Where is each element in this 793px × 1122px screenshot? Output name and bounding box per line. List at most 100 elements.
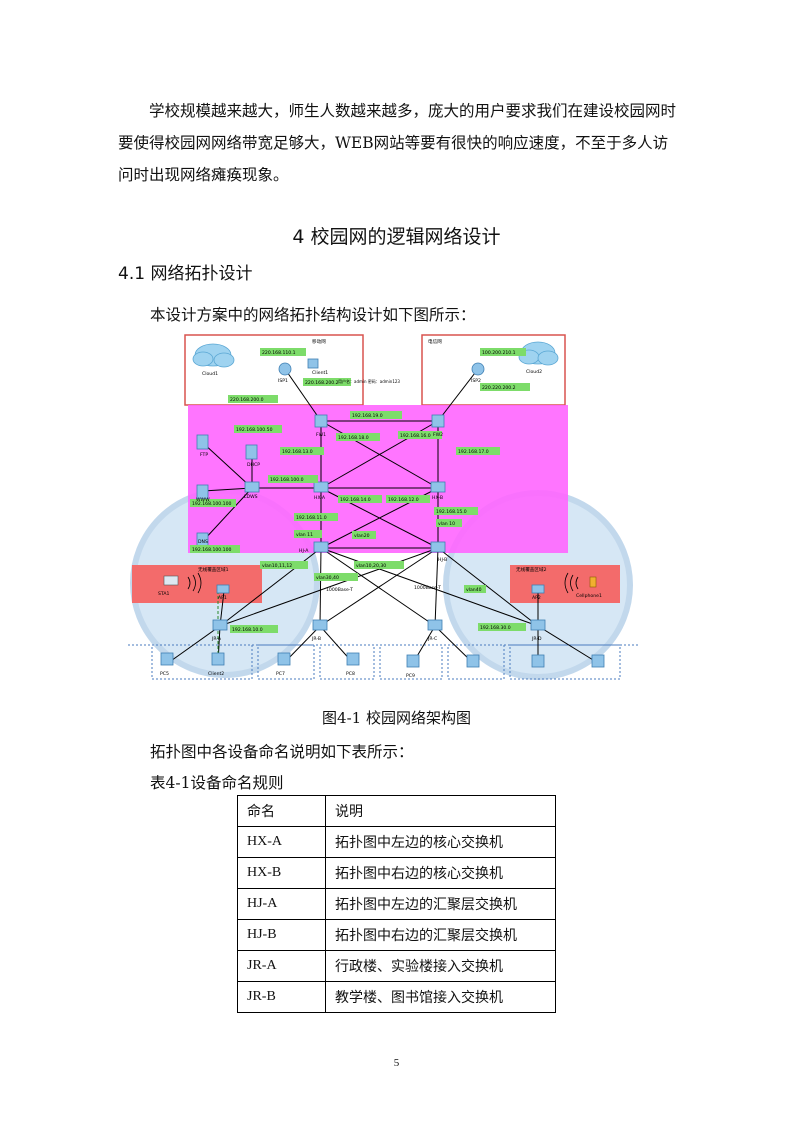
table-title: 表4-1设备命名规则 bbox=[150, 774, 284, 792]
ip-dns: 192.168.100.100 bbox=[192, 547, 232, 553]
ip-isp1-down: 220.168.200.0 bbox=[230, 397, 264, 403]
pc-icon bbox=[406, 654, 420, 668]
isp1-router-label: ISP1 bbox=[278, 378, 288, 384]
pc-icon bbox=[211, 652, 225, 666]
switch-icon bbox=[313, 481, 329, 493]
firewall-icon bbox=[314, 414, 328, 428]
switch-icon bbox=[312, 619, 328, 631]
pc-icon bbox=[346, 652, 360, 666]
ip-isp2-r: 220.220.200.2 bbox=[482, 385, 516, 391]
account-label: 用户名：admin 密码：admin123 bbox=[338, 378, 400, 384]
vlan-a: vlan10,11,12 bbox=[262, 563, 292, 569]
name-cell: HX-A bbox=[237, 826, 326, 858]
cloud2-label: Cloud2 bbox=[526, 369, 542, 375]
table-row: HJ-B 拓扑图中右边的汇聚层交换机 bbox=[237, 919, 556, 951]
sta1-label: STA1 bbox=[158, 591, 170, 597]
intro-paragraph: 学校规模越来越大，师生人数越来越多，庞大的用户要求我们在建设校园网时要使得校园网… bbox=[118, 102, 677, 184]
hxb-label: HX-B bbox=[432, 495, 443, 501]
wifi-signal-icon bbox=[187, 572, 579, 594]
server-icon bbox=[245, 444, 258, 460]
switch-icon bbox=[244, 481, 260, 493]
section-heading: 4.1 网络拓扑设计 bbox=[118, 264, 253, 284]
ip-jra: 192.168.10.0 bbox=[232, 627, 263, 633]
pc-icon bbox=[466, 654, 480, 668]
ip-jrd: 192.168.30.0 bbox=[480, 625, 511, 631]
switch-icon bbox=[530, 619, 546, 631]
isp2-router-label: ISP2 bbox=[471, 378, 481, 384]
cloud1-label: Cloud1 bbox=[202, 371, 218, 377]
ip-fw2-a: 192.168.16.0 bbox=[400, 433, 431, 439]
ip-isp1-top: 220.168.110.1 bbox=[262, 350, 296, 356]
table-row: JR-B 教学楼、图书馆接入交换机 bbox=[237, 981, 556, 1013]
router-icon bbox=[471, 362, 485, 376]
vlan10-label: vlan 10 bbox=[438, 521, 455, 527]
pc-icon bbox=[160, 652, 174, 666]
www-label: WWW bbox=[196, 497, 210, 503]
ip-isp1-r: 220.168.200.2 bbox=[305, 380, 339, 386]
wlan1-zone bbox=[132, 565, 262, 603]
jra-label: JR-A bbox=[211, 636, 222, 642]
server-icon bbox=[196, 434, 209, 450]
ip-ldws: 192.168.100.0 bbox=[270, 477, 304, 483]
name-cell: JR-A bbox=[237, 950, 326, 982]
figure-caption: 图4-1 校园网络架构图 bbox=[322, 709, 471, 727]
ip-13: 192.168.13.0 bbox=[282, 449, 313, 455]
link2-label: 1000Base-T bbox=[414, 585, 441, 591]
ip-dhcp: 192.168.100.50 bbox=[236, 427, 273, 433]
name-cell: HJ-A bbox=[237, 888, 326, 920]
ftp-label: FTP bbox=[200, 452, 208, 458]
wlan2-label: 无线覆盖区域2 bbox=[516, 566, 547, 573]
pc5-label: PC5 bbox=[160, 671, 169, 677]
phone-icon bbox=[589, 576, 597, 588]
ip-fw-link: 192.168.19.0 bbox=[352, 413, 383, 419]
pc-icon bbox=[531, 654, 545, 668]
device-naming-table: 命名 说明 HX-A 拓扑图中左边的核心交换机 HX-B 拓扑图中右边的核心交换… bbox=[237, 795, 556, 1013]
ip-fw-cross: 192.168.18.0 bbox=[338, 435, 369, 441]
ip-14: 192.168.14.0 bbox=[340, 497, 371, 503]
pc-icon bbox=[591, 654, 605, 668]
cellphone-label: Cellphone1 bbox=[576, 593, 602, 599]
hxa-label: HX-A bbox=[314, 495, 326, 501]
ap1-label: AP1 bbox=[218, 595, 227, 601]
desc-cell: 教学楼、图书馆接入交换机 bbox=[325, 981, 556, 1013]
jrb-label: JR-B bbox=[311, 636, 321, 642]
network-topology-figure: 移动网 电信网 Cloud1 Client1 Cloud2 ISP1 ISP2 … bbox=[128, 334, 640, 680]
ip-15: 192.168.15.0 bbox=[436, 509, 467, 515]
isp1-label: 移动网 bbox=[312, 338, 326, 345]
desc-cell: 拓扑图中左边的核心交换机 bbox=[325, 826, 556, 858]
client1-label: Client1 bbox=[312, 370, 328, 376]
section-intro: 本设计方案中的网络拓扑结构设计如下图所示： bbox=[150, 306, 476, 324]
pc9-label: PC9 bbox=[406, 673, 415, 679]
firewall-icon bbox=[431, 414, 445, 428]
switch-icon bbox=[427, 619, 443, 631]
desc-cell: 拓扑图中右边的核心交换机 bbox=[325, 857, 556, 889]
jrc-label: JR-C bbox=[427, 636, 437, 642]
vlan-d: vlan40 bbox=[466, 587, 482, 593]
table-row: HX-B 拓扑图中右边的核心交换机 bbox=[237, 857, 556, 889]
page-number: 5 bbox=[393, 1057, 400, 1069]
desc-cell: 拓扑图中左边的汇聚层交换机 bbox=[325, 888, 556, 920]
ap-icon bbox=[531, 584, 545, 594]
switch-icon bbox=[430, 481, 446, 493]
pc-icon bbox=[277, 652, 291, 666]
link1-label: 1000Base-T bbox=[326, 587, 353, 593]
ldws-label: LDWS bbox=[244, 494, 258, 500]
server-icon bbox=[196, 484, 209, 500]
vlan-c: vlan30,40 bbox=[316, 575, 339, 581]
ip-12: 192.168.12.0 bbox=[388, 497, 419, 503]
header-cell: 说明 bbox=[325, 795, 556, 827]
wlan1-label: 无线覆盖区域1 bbox=[198, 566, 229, 573]
table-row: HX-A 拓扑图中左边的核心交换机 bbox=[237, 826, 556, 858]
name-cell: JR-B bbox=[237, 981, 326, 1013]
dhcp-label: DHCP bbox=[247, 462, 260, 468]
fw1-label: FW1 bbox=[316, 432, 326, 438]
table-intro: 拓扑图中各设备命名说明如下表所示： bbox=[150, 743, 414, 761]
ip-fw2-b: 192.168.17.0 bbox=[458, 449, 489, 455]
ip-server: 192.168.100.100 bbox=[192, 501, 232, 507]
name-cell: HJ-B bbox=[237, 919, 326, 951]
fw2-label: FW2 bbox=[433, 432, 443, 438]
pc8-label: PC8 bbox=[346, 671, 355, 677]
header-cell: 命名 bbox=[237, 795, 326, 827]
switch-icon bbox=[313, 541, 329, 553]
dns-label: DNS bbox=[198, 539, 208, 545]
